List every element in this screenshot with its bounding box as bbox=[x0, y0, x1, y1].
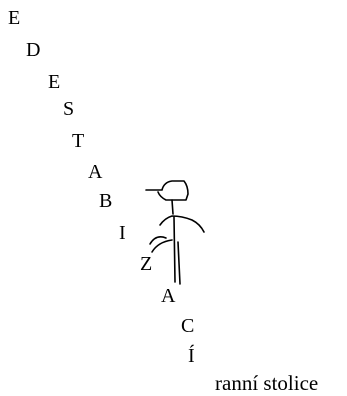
sketch-arms bbox=[160, 216, 204, 232]
sketch-head bbox=[146, 181, 188, 200]
sketch-right-leg bbox=[178, 242, 180, 284]
caption-text: ranní stolice bbox=[215, 373, 318, 394]
sketch-neck bbox=[172, 200, 173, 214]
sketch-body bbox=[174, 217, 175, 282]
sketch-left-stroke bbox=[152, 240, 172, 252]
